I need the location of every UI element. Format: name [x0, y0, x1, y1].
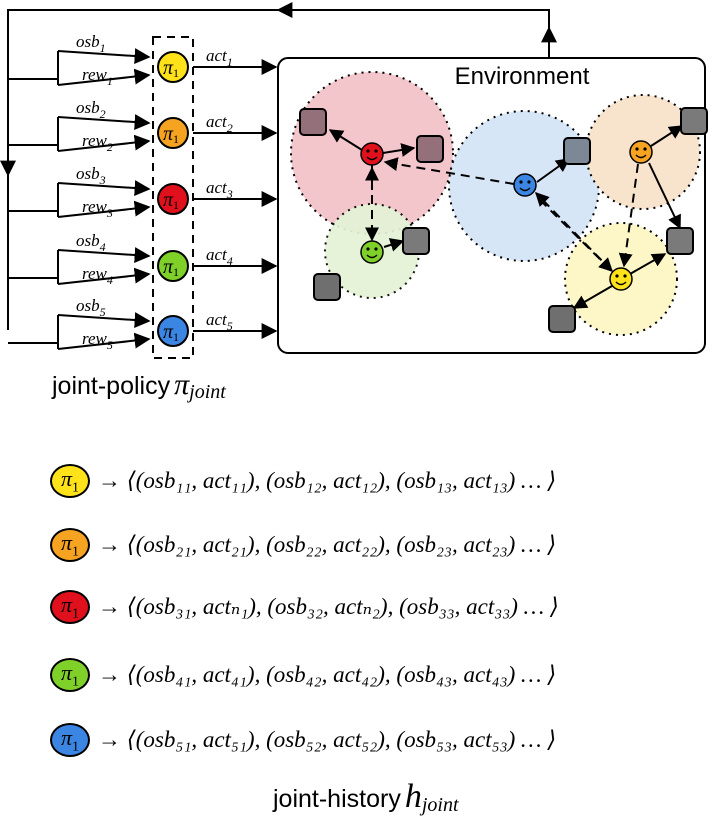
policy-badge: π1 [50, 723, 90, 757]
rew-arrow [57, 332, 151, 350]
rew-arrow [57, 134, 151, 152]
history-sequence: → ⟨(osb₂₁, act₂₁), (osb₂₂, act₂₂), (osb₂… [98, 532, 557, 557]
policy-badge: π1 [50, 528, 90, 562]
obs-label: osb2 [76, 98, 106, 121]
joint-policy-sub: joint [189, 381, 226, 404]
history-row: π1 → ⟨(osb₅₁, act₅₁), (osb₅₂, act₅₂), (os… [50, 718, 556, 762]
obs-label: osb4 [76, 231, 106, 254]
joint-history-symbol: h [404, 778, 422, 815]
obs-label: osb1 [76, 32, 106, 55]
target-square [313, 273, 341, 301]
policy-badge [157, 183, 189, 215]
policy-badge [157, 250, 189, 282]
policy-badge: π1 [50, 590, 90, 624]
history-row: π1 → ⟨(osb₁₁, act₁₁), (osb₁₂, act₁₂), (os… [50, 459, 556, 503]
policy-badge [157, 315, 189, 347]
target-square [680, 107, 708, 135]
rew-arrow [57, 68, 151, 86]
rew-arrow [57, 200, 151, 218]
joint-history-caption: joint-history hjoint [273, 778, 459, 817]
obs-arrow [57, 180, 151, 197]
history-row: π1 → ⟨(osb₃₁, actₙ₁), (osb₃₂, actₙ₂), (os… [50, 585, 559, 629]
target-squares [299, 107, 708, 333]
joint-history-sub: joint [421, 794, 459, 817]
policy-badge: π1 [50, 658, 90, 692]
obs-label: osb3 [76, 164, 106, 187]
environment-dashed-links [365, 157, 639, 272]
rew-arrow [57, 267, 151, 285]
policy-badge [157, 51, 189, 83]
obs-arrow [57, 247, 151, 264]
history-sequence: → ⟨(osb₄₁, act₄₁), (osb₄₂, act₄₂), (osb₄… [98, 662, 557, 687]
obs-arrow [57, 114, 151, 131]
agent-smiley-yellow [609, 267, 633, 291]
agent-smiley-orange [629, 140, 653, 164]
agent-rows: osb1rew1act1π1osb2rew2act2π1osb3rew3act3… [8, 32, 278, 352]
obs-label: osb5 [76, 296, 106, 319]
environment-title: Environment [455, 63, 590, 90]
act-label: act3 [206, 178, 233, 201]
rew-label: rew3 [82, 197, 113, 220]
history-sequence: → ⟨(osb₅₁, act₅₁), (osb₅₂, act₅₂), (osb₅… [98, 727, 557, 752]
environment-agents [360, 140, 653, 291]
target-square [402, 227, 430, 255]
history-row: π1 → ⟨(osb₂₁, act₂₁), (osb₂₂, act₂₂), (os… [50, 523, 556, 567]
policy-badge [157, 117, 189, 149]
agent-smiley-green [360, 240, 384, 264]
policy-symbol: π1 [60, 529, 80, 560]
history-sequence: → ⟨(osb₃₁, actₙ₁), (osb₃₂, actₙ₂), (osb₃… [98, 594, 559, 619]
act-label: act2 [206, 112, 233, 135]
policy-symbol: π1 [60, 591, 80, 622]
history-sequence: → ⟨(osb₁₁, act₁₁), (osb₁₂, act₁₂), (osb₁… [98, 468, 557, 493]
history-row: π1 → ⟨(osb₄₁, act₄₁), (osb₄₂, act₄₂), (os… [50, 653, 556, 697]
diagram: osb1rew1act1π1osb2rew2act2π1osb3rew3act3… [0, 2, 708, 359]
act-label: act1 [206, 46, 233, 69]
joint-history-label: joint-history [273, 785, 401, 813]
target-square [299, 108, 327, 136]
obs-arrow [57, 48, 151, 65]
feedback-loop [0, 2, 557, 330]
policy-dashed-box [152, 36, 194, 359]
target-square [548, 305, 576, 333]
policy-symbol: π1 [60, 465, 80, 496]
act-label: act5 [206, 310, 233, 333]
joint-policy-label: joint-policy [52, 372, 171, 400]
target-square [563, 137, 591, 165]
obs-arrow [57, 312, 151, 329]
rew-label: rew4 [82, 264, 113, 287]
act-label: act4 [206, 245, 233, 268]
joint-policy-caption: joint-policy πjoint [52, 368, 226, 404]
rew-label: rew5 [82, 329, 113, 352]
agent-smiley-red [360, 142, 384, 166]
target-square [666, 227, 694, 255]
rew-label: rew1 [82, 65, 113, 88]
agent-smiley-blue [513, 173, 537, 197]
joint-policy-symbol: π [174, 368, 190, 401]
rew-label: rew2 [82, 131, 113, 154]
policy-symbol: π1 [60, 659, 80, 690]
policy-badge: π1 [50, 464, 90, 498]
target-square [416, 135, 444, 163]
policy-symbol: π1 [60, 724, 80, 755]
